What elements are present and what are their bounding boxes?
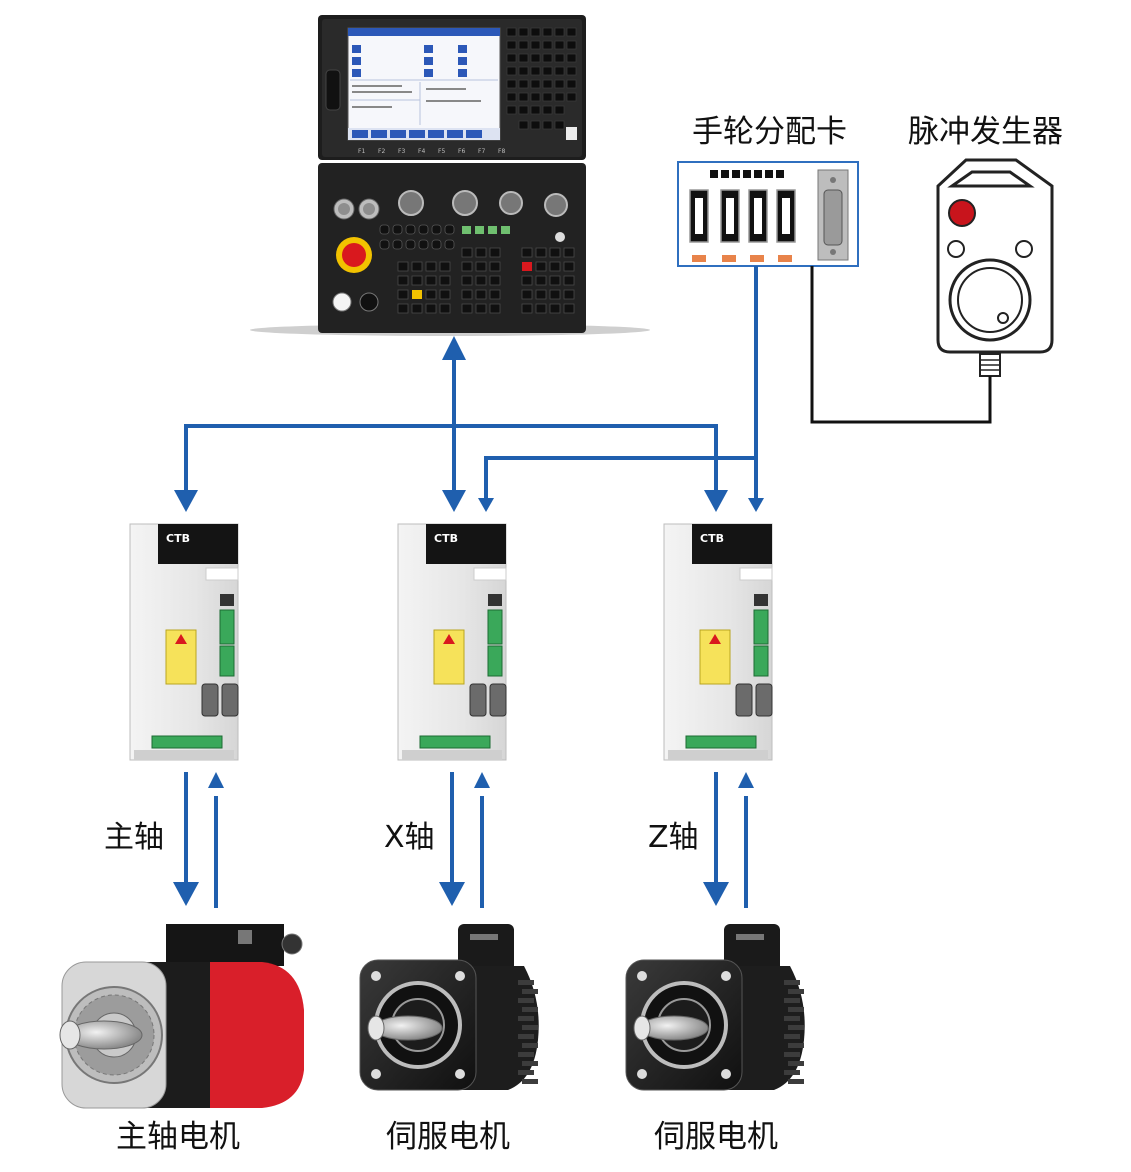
- spindle-override-knob-icon[interactable]: [499, 191, 523, 215]
- warning-icon: [175, 634, 187, 644]
- emergency-stop-icon[interactable]: [948, 199, 976, 227]
- z-servo-motor-label: 伺服电机: [654, 1119, 778, 1155]
- function-key[interactable]: F1: [358, 148, 365, 155]
- servo-drives: CTB CTB CTB: [129, 523, 773, 761]
- z-axis-servo-motor: [625, 924, 805, 1091]
- handwheel-card-label: 手轮分配卡: [692, 114, 847, 150]
- function-key[interactable]: F4: [418, 148, 425, 155]
- function-key[interactable]: F6: [458, 148, 465, 155]
- servo-motors: [359, 924, 805, 1091]
- warning-icon: [443, 634, 455, 644]
- pulse-generator-device: [936, 158, 1054, 377]
- bus-arrowheads: [174, 336, 764, 512]
- drive-brand: CTB: [166, 532, 190, 545]
- alpha-keypad: [506, 27, 577, 130]
- control-bus: [184, 266, 758, 502]
- spindle-axis-label: 主轴: [104, 820, 164, 855]
- operator-keypad: [397, 247, 575, 314]
- function-key[interactable]: F3: [398, 148, 405, 155]
- spindle-drive: CTB: [129, 523, 239, 761]
- feed-override-knob-icon[interactable]: [398, 190, 424, 216]
- z-axis-servo-drive: CTB: [663, 523, 773, 761]
- rapid-override-knob-icon[interactable]: [452, 190, 478, 216]
- function-key-row: F1 F2 F3 F4 F5 F6 F7 F8: [358, 148, 505, 155]
- drive-brand: CTB: [700, 532, 724, 545]
- function-key[interactable]: F8: [498, 148, 505, 155]
- handwheel-card: [677, 161, 859, 267]
- x-axis-servo-drive: CTB: [397, 523, 507, 761]
- cnc-controller: F1 F2 F3 F4 F5 F6 F7 F8: [250, 15, 650, 336]
- spindle-motor: [59, 924, 304, 1109]
- x-axis-label: X轴: [384, 820, 435, 855]
- function-key[interactable]: F2: [378, 148, 385, 155]
- controller-screen: [347, 27, 501, 141]
- mpg-cable: [810, 266, 992, 424]
- x-servo-motor-label: 伺服电机: [386, 1119, 510, 1155]
- warning-icon: [709, 634, 721, 644]
- z-axis-label: Z轴: [648, 820, 699, 855]
- function-key[interactable]: F7: [478, 148, 485, 155]
- x-axis-servo-motor: [359, 924, 539, 1091]
- function-key[interactable]: F5: [438, 148, 445, 155]
- pulse-generator-label: 脉冲发生器: [908, 114, 1063, 150]
- estop-button-icon[interactable]: [342, 243, 366, 267]
- drive-brand: CTB: [434, 532, 458, 545]
- spindle-motor-label: 主轴电机: [116, 1119, 240, 1155]
- drive-motor-links: [184, 772, 748, 908]
